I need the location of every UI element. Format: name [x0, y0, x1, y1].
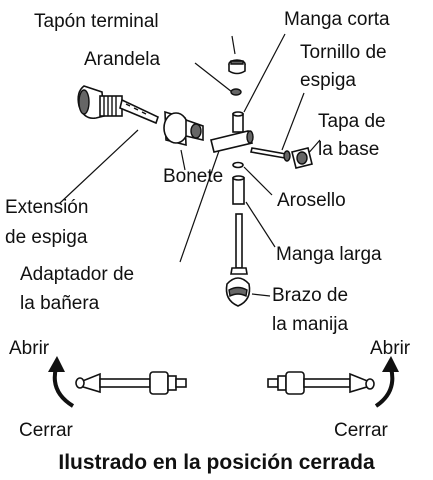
figure-caption: Ilustrado en la posición cerrada — [58, 451, 375, 474]
leader-manga-corta — [243, 33, 286, 113]
bonnet-part — [163, 110, 204, 147]
stem-extension-part — [77, 85, 159, 125]
close-arrow-left-icon — [48, 356, 75, 408]
label-base-cap-line1: Tapa de — [318, 111, 386, 132]
washer-part — [230, 88, 242, 96]
label-handle-arm-line1: Brazo de — [272, 285, 349, 306]
short-sleeve-part — [232, 111, 244, 133]
label-stem-screw-line2: espiga — [300, 70, 356, 91]
label-stem-extension-line1: Extensión — [5, 197, 89, 218]
label-short-sleeve: Manga corta — [284, 9, 390, 30]
label-tub-adapter-line2: la bañera — [20, 293, 100, 314]
label-close-left: Cerrar — [19, 420, 73, 441]
label-close-right: Cerrar — [334, 420, 388, 441]
leader-arandela — [194, 62, 233, 93]
close-arrow-right-icon — [374, 356, 399, 408]
label-base-cap-line2: la base — [318, 139, 380, 160]
label-long-sleeve: Manga larga — [276, 244, 382, 265]
leader-extension — [59, 129, 139, 204]
handle-closed-left-drawing — [75, 371, 187, 395]
label-open-right: Abrir — [370, 338, 411, 359]
label-tub-adapter-line1: Adaptador de — [20, 264, 135, 285]
long-sleeve-part — [232, 175, 245, 205]
label-end-cap: Tapón terminal — [34, 11, 159, 32]
base-cap-part — [291, 147, 313, 169]
leader-brazo — [251, 293, 271, 297]
leader-adaptador — [179, 147, 221, 263]
label-washer: Arandela — [84, 49, 161, 70]
label-stem-extension-line2: de espiga — [5, 227, 88, 248]
label-handle-arm-line2: la manija — [272, 314, 349, 335]
leader-manga-larga — [245, 201, 276, 248]
handle-arm-part — [225, 213, 251, 307]
label-stem-screw-line1: Tornillo de — [300, 42, 387, 63]
label-open-left: Abrir — [9, 338, 50, 359]
leader-arosello — [243, 166, 273, 196]
label-o-ring: Arosello — [277, 190, 346, 211]
label-bonnet: Bonete — [163, 166, 224, 187]
stem-screw-part — [250, 147, 291, 162]
leader-bonete — [180, 149, 186, 171]
tub-adapter-part — [210, 130, 254, 153]
handle-closed-right-drawing — [267, 371, 375, 395]
leader-tornillo — [281, 92, 305, 151]
leader-tapon — [231, 35, 236, 55]
end-cap-part — [228, 59, 246, 75]
o-ring-part — [232, 161, 244, 169]
